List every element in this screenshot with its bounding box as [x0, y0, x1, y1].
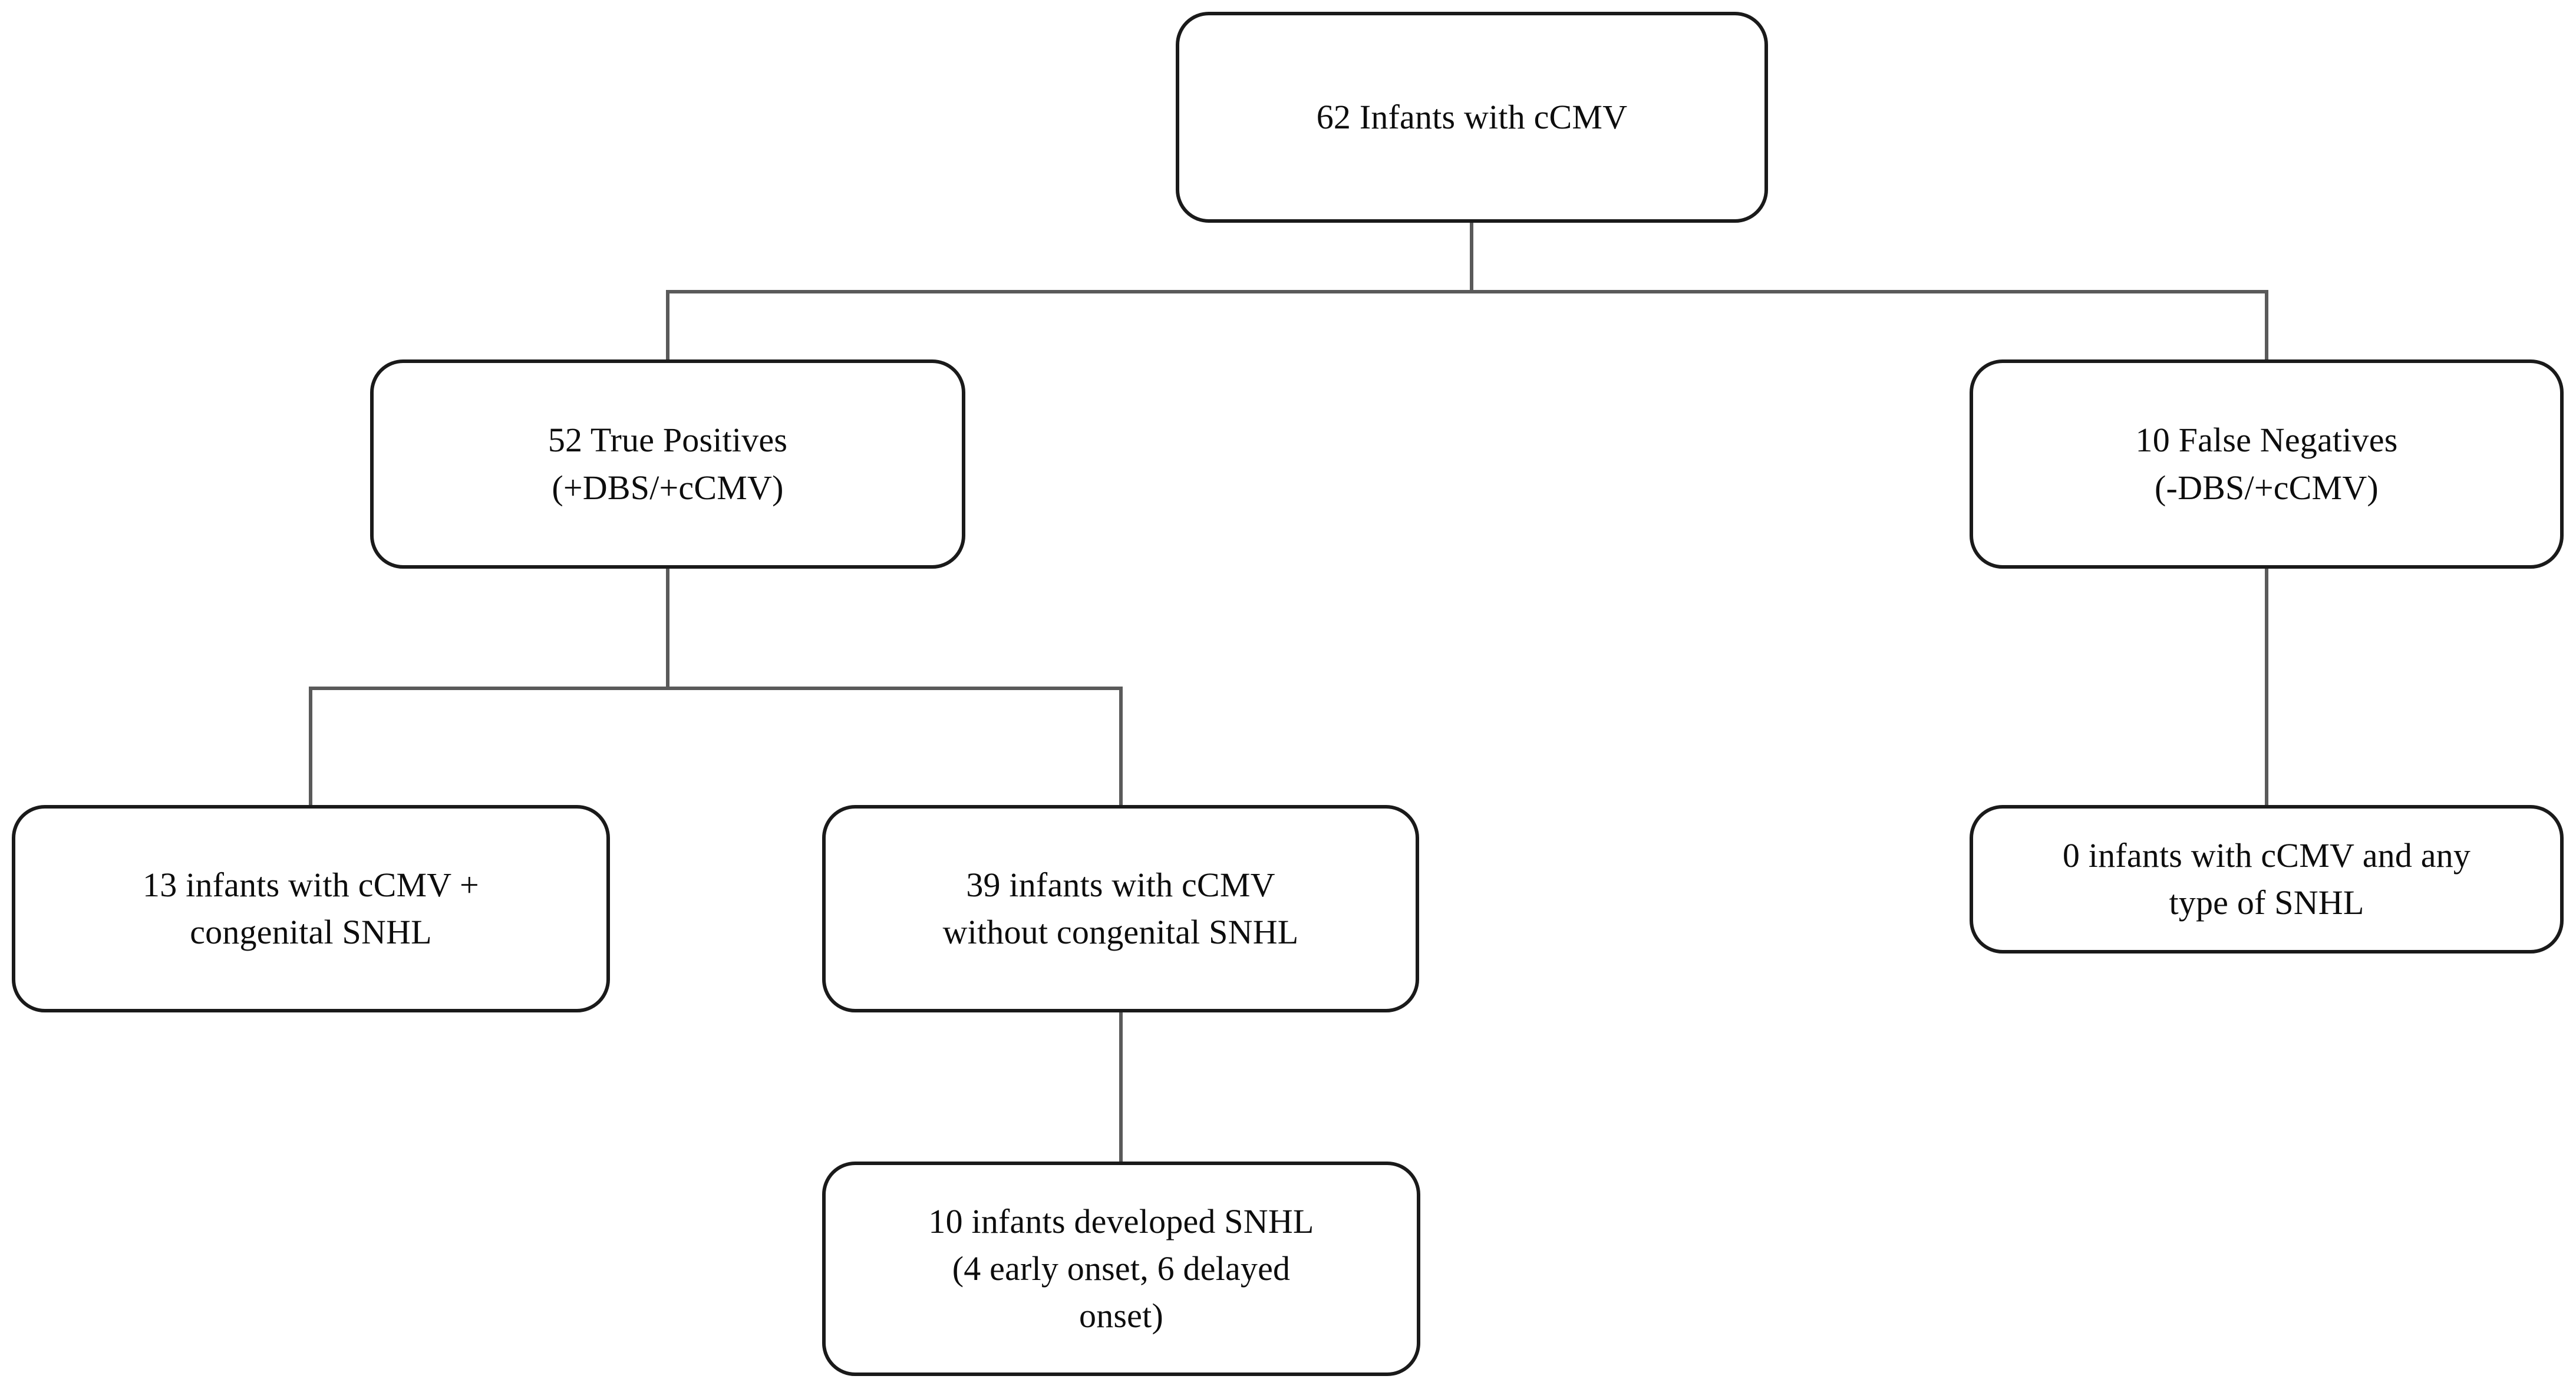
node-root-label: 62 Infants with cCMV	[1316, 97, 1628, 136]
node-false-negatives[interactable]: 10 False Negatives (-DBS/+cCMV)	[1970, 359, 2564, 569]
node-developed-snhl[interactable]: 10 infants developed SNHL (4 early onset…	[822, 1162, 1420, 1376]
connector-to-congenital-snhl	[309, 687, 312, 807]
connector-root-stem	[1470, 223, 1473, 293]
node-true-positives[interactable]: 52 True Positives (+DBS/+cCMV)	[370, 359, 965, 569]
node-without-congenital-snhl[interactable]: 39 infants with cCMV without congenital …	[822, 805, 1419, 1012]
node-any-type-snhl-label: 0 infants with cCMV and any type of SNHL	[2062, 836, 2471, 922]
connector-level2-bus	[309, 687, 1121, 690]
connector-true-positives-stem	[666, 568, 669, 688]
node-without-congenital-snhl-label: 39 infants with cCMV without congenital …	[942, 865, 1299, 951]
connector-level1-bus	[666, 290, 2268, 293]
node-true-positives-label: 52 True Positives (+DBS/+cCMV)	[547, 421, 788, 507]
connector-to-developed-snhl	[1119, 1011, 1123, 1163]
node-false-negatives-label: 10 False Negatives (-DBS/+cCMV)	[2135, 421, 2398, 507]
connector-to-without-congenital-snhl	[1119, 687, 1123, 807]
connector-to-true-positives	[666, 290, 669, 362]
node-developed-snhl-label: 10 infants developed SNHL (4 early onset…	[928, 1202, 1314, 1335]
node-any-type-snhl[interactable]: 0 infants with cCMV and any type of SNHL	[1970, 805, 2564, 954]
connector-to-false-negatives	[2265, 290, 2268, 362]
node-congenital-snhl-label: 13 infants with cCMV + congenital SNHL	[143, 865, 479, 951]
node-root-infants-with-ccmv[interactable]: 62 Infants with cCMV	[1176, 12, 1768, 223]
node-congenital-snhl[interactable]: 13 infants with cCMV + congenital SNHL	[12, 805, 610, 1012]
connector-to-any-type-snhl	[2265, 568, 2268, 807]
